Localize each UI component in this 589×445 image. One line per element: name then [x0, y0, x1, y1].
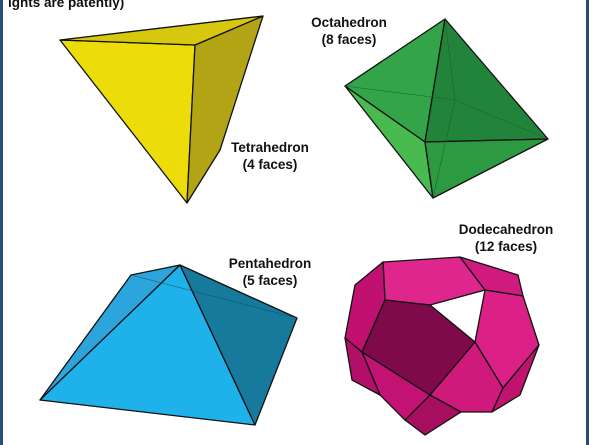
figure-frame-left [0, 0, 3, 445]
dodecahedron-face-bottom-right [491, 344, 540, 413]
dodecahedron-face-left [344, 337, 381, 396]
octahedron-faces: (8 faces) [321, 32, 377, 47]
figure-frame-right [586, 0, 589, 445]
dodecahedron-label: Dodecahedron (12 faces) [450, 221, 562, 255]
tetrahedron-front-face [59, 39, 196, 204]
octahedron-face-lower-right [424, 138, 549, 199]
pentahedron-faces: (5 faces) [242, 273, 298, 288]
octahedron-face-upper-right [424, 18, 549, 143]
pentahedron-hidden-edge [130, 274, 298, 319]
dodecahedron-face-front [361, 299, 476, 396]
tetrahedron-top-face [59, 15, 264, 46]
dodecahedron-name: Dodecahedron [458, 222, 554, 237]
octahedron-hidden-edge [432, 99, 456, 199]
octahedron-label: Octahedron (8 faces) [302, 14, 396, 48]
dodecahedron-faces: (12 faces) [474, 239, 538, 254]
tetrahedron-name: Tetrahedron [231, 140, 309, 155]
pentahedron-label: Pentahedron (5 faces) [218, 255, 322, 289]
tetrahedron-faces: (4 faces) [242, 157, 298, 172]
octahedron-name: Octahedron [311, 15, 387, 30]
tetrahedron-shape [59, 15, 264, 204]
pentahedron-name: Pentahedron [228, 256, 312, 271]
pentahedron-shape [39, 264, 298, 426]
octahedron-hidden-edge [454, 99, 549, 140]
octahedron-shape [344, 18, 549, 199]
dodecahedron-shape [344, 256, 540, 436]
octahedron-hidden-edge [344, 85, 456, 101]
tetrahedron-label: Tetrahedron (4 faces) [218, 139, 322, 173]
octahedron-hidden-edge [444, 18, 456, 101]
pentahedron-right-face [179, 264, 298, 426]
figure-heading: ights are patently) [8, 0, 125, 10]
